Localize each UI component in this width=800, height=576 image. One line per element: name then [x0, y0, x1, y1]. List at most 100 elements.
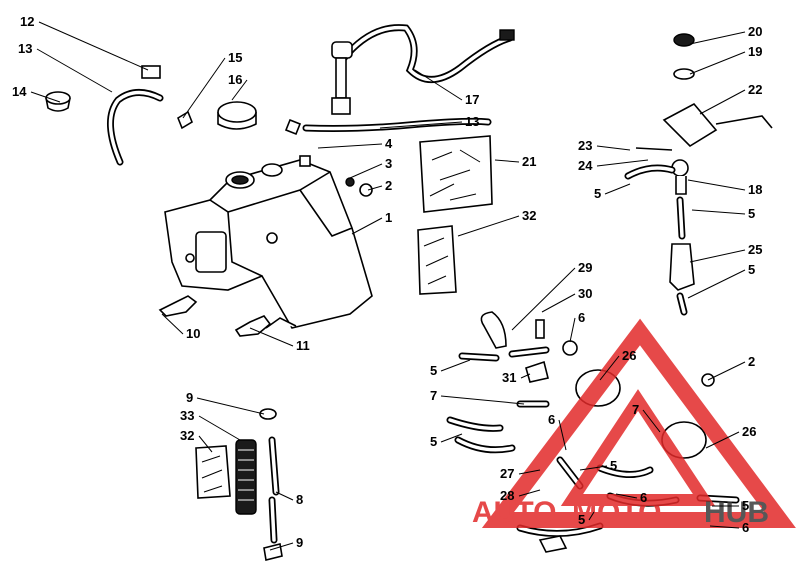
callout-number: 19 [748, 44, 762, 59]
leader-line [457, 215, 520, 237]
leader-line [349, 163, 383, 179]
outlet-hose [259, 408, 283, 561]
callout-c6a: 6 [569, 310, 585, 343]
callout-number: 26 [622, 348, 636, 363]
callout-c1: 1 [351, 210, 392, 235]
elbow-fitting-left [177, 110, 193, 130]
callout-number: 1 [385, 210, 392, 225]
callout-number: 2 [385, 178, 392, 193]
callout-number: 24 [578, 158, 593, 173]
leader-line [596, 145, 631, 151]
callout-number: 21 [522, 154, 536, 169]
foam-pad-large [419, 135, 493, 213]
callout-c32a: 32 [457, 208, 536, 237]
watermark-triangle-icon [481, 318, 796, 528]
callout-number: 18 [748, 182, 762, 197]
callout-c24: 24 [578, 158, 649, 173]
callout-number: 12 [20, 14, 34, 29]
callout-number: 7 [632, 402, 639, 417]
callout-number: 5 [610, 458, 617, 473]
callout-number: 5 [748, 206, 755, 221]
leader-line [269, 542, 294, 551]
nut [359, 183, 373, 197]
callout-c8: 8 [275, 491, 303, 507]
callout-number: 7 [430, 388, 437, 403]
callout-c11: 11 [249, 327, 310, 353]
callout-c16: 16 [228, 72, 248, 101]
foam-pad-lower [195, 445, 231, 499]
leader-line [687, 269, 746, 299]
callout-c21: 21 [494, 154, 536, 169]
automotohub-watermark: AUTO MOTO HUB [472, 318, 796, 529]
callout-c5a: 5 [594, 183, 631, 201]
breather-hose [106, 89, 164, 166]
injection-check-valve [624, 33, 773, 316]
callout-c12: 12 [20, 14, 149, 71]
callout-c23: 23 [578, 138, 631, 153]
leader-line [518, 469, 541, 475]
drain-fitting [158, 295, 198, 317]
leader-line [440, 395, 525, 405]
callout-c26a: 26 [599, 348, 636, 381]
leader-line [198, 435, 213, 453]
callout-labels: 1213141516171343212132101193332892019222… [12, 14, 762, 551]
watermark-brand-hub: HUB [704, 496, 769, 529]
callout-number: 15 [228, 50, 242, 65]
callout-number: 25 [748, 242, 762, 257]
callout-c28: 28 [500, 488, 541, 503]
vent-hose [302, 117, 492, 132]
callout-number: 27 [500, 466, 514, 481]
callout-c4: 4 [317, 136, 393, 151]
oil-tank [164, 159, 373, 329]
leader-line [38, 21, 149, 71]
callout-c13b: 13 [379, 114, 479, 129]
elbow-fitting-right [284, 118, 302, 136]
callout-c9b: 9 [269, 535, 303, 551]
leader-line [520, 373, 531, 379]
leader-line [414, 69, 463, 101]
callout-number: 11 [296, 338, 310, 353]
screw [299, 155, 311, 167]
callout-c30: 30 [541, 286, 592, 313]
callout-c3: 3 [349, 156, 392, 179]
leader-line [161, 313, 184, 335]
callout-c5b: 5 [691, 206, 755, 221]
callout-c2a: 2 [367, 178, 392, 193]
callout-number: 17 [465, 92, 479, 107]
leader-line [599, 355, 620, 381]
leader-line [198, 415, 241, 441]
callout-c13a: 13 [18, 41, 113, 93]
callout-number: 9 [186, 390, 193, 405]
callout-number: 6 [742, 520, 749, 535]
leader-line [275, 491, 294, 501]
outlet-fitting [234, 315, 272, 337]
callout-number: 22 [748, 82, 762, 97]
callout-c6d: 6 [709, 520, 749, 535]
washer [345, 177, 355, 187]
callout-number: 6 [548, 412, 555, 427]
leader-line [558, 419, 567, 451]
callout-c32b: 32 [180, 428, 213, 453]
leader-line [579, 465, 608, 471]
callout-number: 3 [385, 156, 392, 171]
callout-number: 29 [578, 260, 592, 275]
callout-number: 32 [522, 208, 536, 223]
callout-c27: 27 [500, 466, 541, 481]
callout-number: 5 [748, 262, 755, 277]
callout-number: 6 [578, 310, 585, 325]
callout-c7a: 7 [430, 388, 525, 405]
leader-line [615, 493, 638, 499]
callout-number: 6 [640, 490, 647, 505]
callout-number: 30 [578, 286, 592, 301]
callout-c18: 18 [687, 179, 762, 197]
leader-line [351, 217, 383, 235]
leader-line [604, 183, 631, 195]
callout-c22: 22 [699, 82, 762, 115]
leader-line [440, 359, 471, 372]
callout-number: 5 [430, 434, 437, 449]
callout-number: 9 [296, 535, 303, 550]
callout-c15: 15 [182, 50, 242, 119]
leader-line [588, 511, 595, 521]
